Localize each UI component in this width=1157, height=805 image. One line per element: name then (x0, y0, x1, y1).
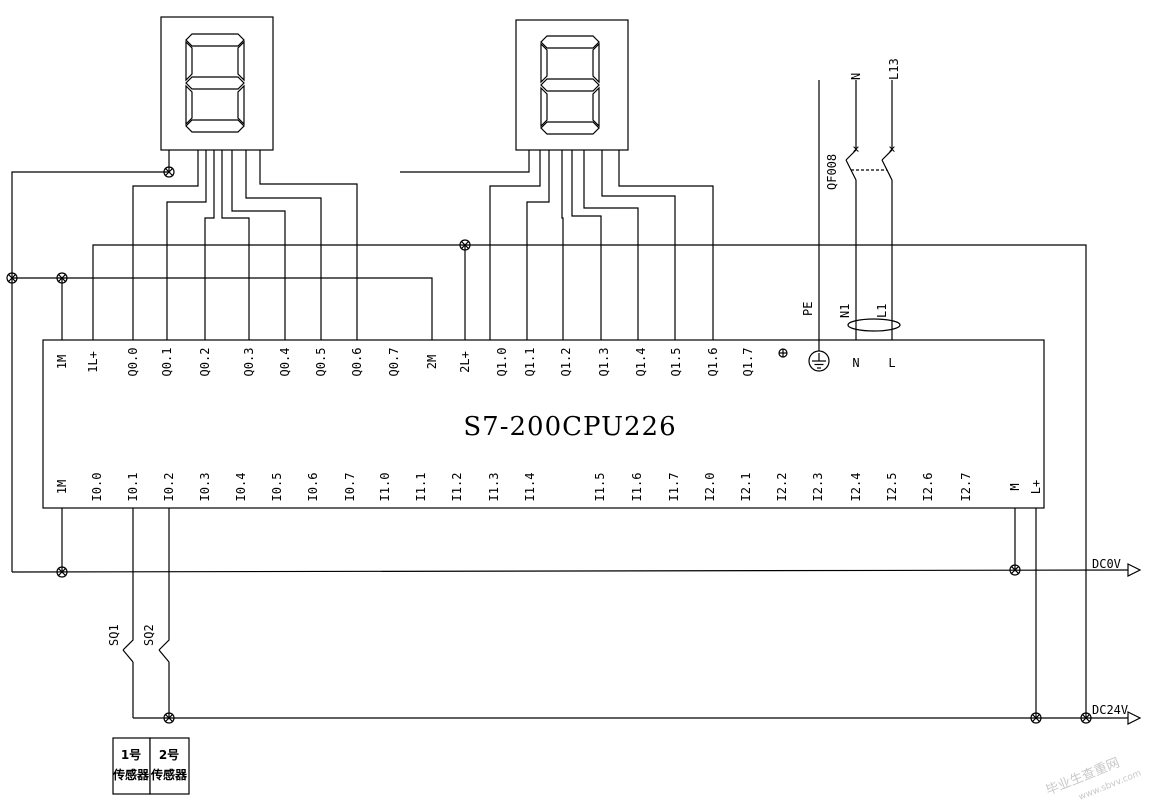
junction-node-icon (6, 272, 18, 284)
top-terminal-q1-1: Q1.1 (523, 348, 537, 377)
label-breaker-qf008: QF008 (825, 154, 839, 190)
bottom-terminal-i1-2: I1.2 (450, 473, 464, 502)
bottom-terminal-i0-6: I0.6 (306, 473, 320, 502)
terminal-n: N (852, 356, 859, 370)
unused-terminal-icon (778, 348, 788, 358)
top-terminal-q0-2: Q0.2 (198, 348, 212, 377)
junction-node-icon (1080, 712, 1092, 724)
sensor-2-name: 2号 (159, 747, 179, 762)
supply-rails (11, 244, 1142, 725)
top-terminal-q1-0: Q1.0 (495, 348, 509, 377)
bottom-terminal-i0-0: I0.0 (90, 473, 104, 502)
plc-top-terminal-labels: 1M 1L+ Q0.0 Q0.1 Q0.2 Q0.3 Q0.4 Q0.5 Q0.6 Q0.7 2M 2… (55, 348, 755, 377)
label-dc0v: DC0V (1092, 557, 1121, 571)
label-pe: PE (801, 302, 815, 316)
bottom-terminal-i0-3: I0.3 (198, 473, 212, 502)
top-terminal-1l-: 1L+ (86, 351, 100, 373)
label-l1: L1 (875, 304, 889, 318)
sensor-boxes: 1号 传感器 2号 传感器 (112, 737, 190, 795)
bottom-terminal-i2-5: I2.5 (885, 473, 899, 502)
sensor-1-name: 1号 (121, 747, 141, 762)
sensor-1-type: 传感器 (112, 767, 150, 782)
bottom-terminal-i0-1: I0.1 (126, 473, 140, 502)
display-1-wiring (11, 150, 358, 572)
display-2-wiring (400, 150, 714, 340)
top-terminal-q1-7: Q1.7 (741, 348, 755, 377)
bottom-terminal-i2-1: I2.1 (739, 473, 753, 502)
bottom-terminal-i2-0: I2.0 (703, 473, 717, 502)
top-terminal-q0-0: Q0.0 (126, 348, 140, 377)
plc-body (42, 339, 1045, 509)
top-terminal-q0-5: Q0.5 (314, 348, 328, 377)
bottom-terminal-i2-4: I2.4 (849, 473, 863, 502)
bottom-terminal-m: M (1008, 483, 1022, 490)
bottom-terminal-i1-6: I1.6 (630, 473, 644, 502)
label-n1: N1 (838, 304, 852, 318)
top-terminal-2m: 2M (425, 355, 439, 369)
svg-text:×: × (852, 142, 859, 156)
junction-node-icon (163, 166, 175, 178)
junction-node-icon (1009, 564, 1021, 576)
bottom-terminal-1m: 1M (55, 480, 69, 494)
top-terminal-q0-3: Q0.3 (242, 348, 256, 377)
input-switches (122, 508, 170, 718)
seven-segment-display-2 (515, 19, 629, 151)
label-sq1: SQ1 (107, 624, 121, 646)
top-terminal-q1-3: Q1.3 (597, 348, 611, 377)
ground-icon (808, 350, 830, 372)
bottom-terminal-i2-3: I2.3 (811, 473, 825, 502)
bottom-terminal-i2-7: I2.7 (959, 473, 973, 502)
bottom-terminal-l-: L+ (1029, 480, 1043, 494)
seven-segment-display-1 (160, 16, 274, 151)
junction-nodes (6, 166, 1092, 724)
junction-node-icon (56, 272, 68, 284)
sensor-2-type: 传感器 (150, 767, 188, 782)
plc-model-title: S7-200CPU226 (463, 412, 676, 442)
bottom-terminal-i1-3: I1.3 (487, 473, 501, 502)
top-terminal-1m: 1M (55, 355, 69, 369)
top-terminal-q1-4: Q1.4 (634, 348, 648, 377)
bottom-terminal-i1-5: I1.5 (593, 473, 607, 502)
top-terminal-q1-5: Q1.5 (669, 348, 683, 377)
top-terminal-q0-4: Q0.4 (278, 348, 292, 377)
top-terminal-q1-2: Q1.2 (559, 348, 573, 377)
top-terminal-q1-6: Q1.6 (706, 348, 720, 377)
bottom-terminal-i0-2: I0.2 (162, 473, 176, 502)
power-input-wiring: × × (818, 80, 901, 351)
terminal-l: L (888, 356, 895, 370)
label-sq2: SQ2 (142, 624, 156, 646)
label-dc24v: DC24V (1092, 703, 1128, 717)
bottom-terminal-i1-4: I1.4 (523, 473, 537, 502)
svg-text:×: × (888, 142, 895, 156)
bottom-terminal-i1-0: I1.0 (378, 473, 392, 502)
bottom-terminal-i2-6: I2.6 (921, 473, 935, 502)
label-n: N (849, 73, 863, 80)
bottom-terminal-i0-4: I0.4 (234, 473, 248, 502)
junction-node-icon (459, 239, 471, 251)
top-terminal-2l-: 2L+ (458, 351, 472, 373)
bottom-terminal-i0-7: I0.7 (343, 473, 357, 502)
junction-node-icon (1030, 712, 1042, 724)
label-l13: L13 (887, 58, 901, 80)
top-terminal-q0-7: Q0.7 (387, 348, 401, 377)
top-terminal-q0-1: Q0.1 (160, 348, 174, 377)
bottom-terminal-i1-7: I1.7 (667, 473, 681, 502)
plc-bottom-terminal-labels: 1M I0.0 I0.1 I0.2 I0.3 I0.4 I0.5 I0.6 I0.7 I1.0 I1… (55, 473, 1043, 502)
top-terminal-q0-6: Q0.6 (350, 348, 364, 377)
junction-node-icon (163, 712, 175, 724)
bottom-terminal-i1-1: I1.1 (414, 473, 428, 502)
bottom-terminal-i2-2: I2.2 (775, 473, 789, 502)
junction-node-icon (56, 566, 68, 578)
bottom-terminal-i0-5: I0.5 (270, 473, 284, 502)
